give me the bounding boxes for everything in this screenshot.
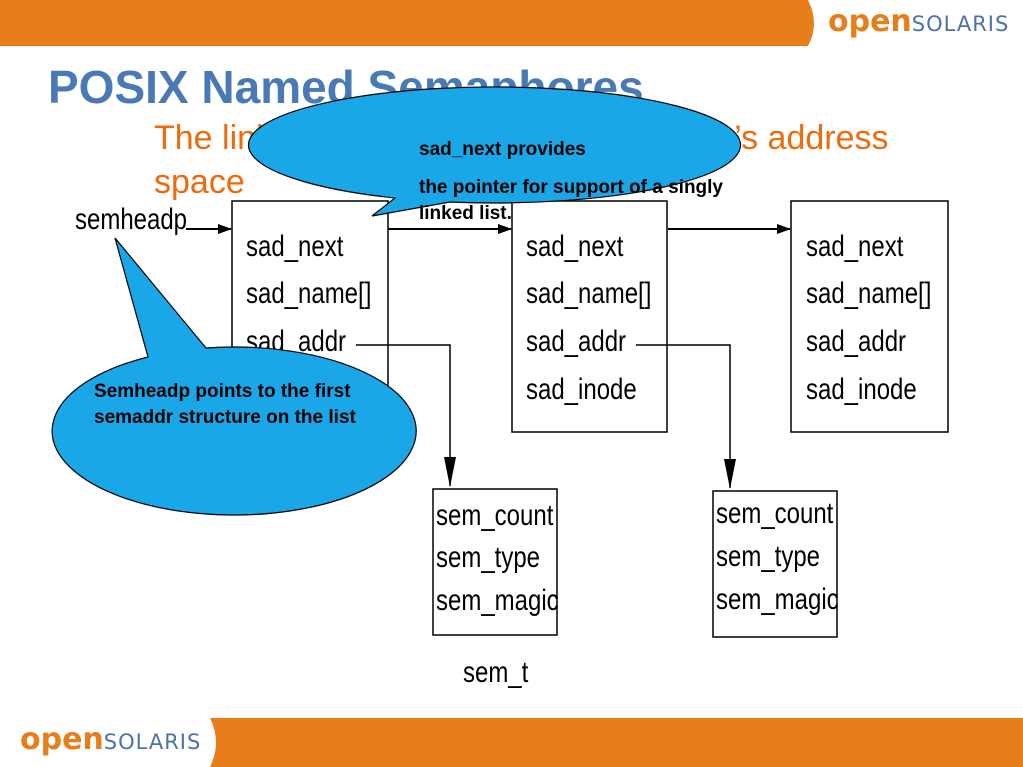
addr-connector-2 [636, 344, 736, 489]
box2-field-inode: sad_inode [526, 371, 637, 405]
top-band [0, 0, 1023, 48]
semheadp-label: semheadp [75, 201, 187, 235]
box1-field-next: sad_next [246, 228, 344, 262]
sem2-field-count: sem_count [716, 495, 834, 529]
box3-field-next: sad_next [806, 228, 904, 262]
sem-t-box-1 [432, 488, 558, 636]
left-callout-text: Semheadp points to the first semaddr str… [94, 381, 356, 428]
box2-field-name: sad_name[] [526, 275, 651, 309]
sem-t-label: sem_t [463, 654, 529, 688]
box3-field-name: sad_name[] [806, 275, 931, 309]
box1-field-name: sad_name[] [246, 275, 371, 309]
opensolaris-logo-bottom: opensolaris [20, 722, 201, 757]
sem1-field-magic: sem_magic [436, 582, 559, 616]
bottom-band [0, 718, 1023, 767]
box2-field-next: sad_next [526, 228, 624, 262]
logo-solaris-text-bottom: solaris [103, 722, 202, 757]
sem2-field-type: sem_type [716, 538, 820, 572]
opensolaris-logo-top: opensolaris [828, 4, 1009, 39]
sem1-field-type: sem_type [436, 539, 540, 573]
box3-field-inode: sad_inode [806, 371, 917, 405]
semaddr-box-3 [790, 200, 949, 433]
top-callout-bubble [247, 86, 742, 217]
box2-field-addr: sad_addr [526, 323, 626, 357]
addr-connector-1 [356, 344, 456, 487]
top-callout-line2: the pointer for support of a singly link… [419, 177, 723, 224]
sem-t-box-2 [712, 490, 838, 638]
sem2-field-magic: sem_magic [716, 581, 839, 615]
logo-open-text-bottom: open [20, 722, 104, 757]
semaddr-box-2 [511, 200, 668, 433]
box3-field-addr: sad_addr [806, 323, 906, 357]
sem1-field-count: sem_count [436, 497, 554, 531]
top-callout-line1: sad_next provides [419, 139, 586, 160]
logo-solaris-text: solaris [911, 4, 1010, 39]
logo-open-text: open [828, 4, 912, 39]
left-callout-bubble [51, 237, 417, 516]
